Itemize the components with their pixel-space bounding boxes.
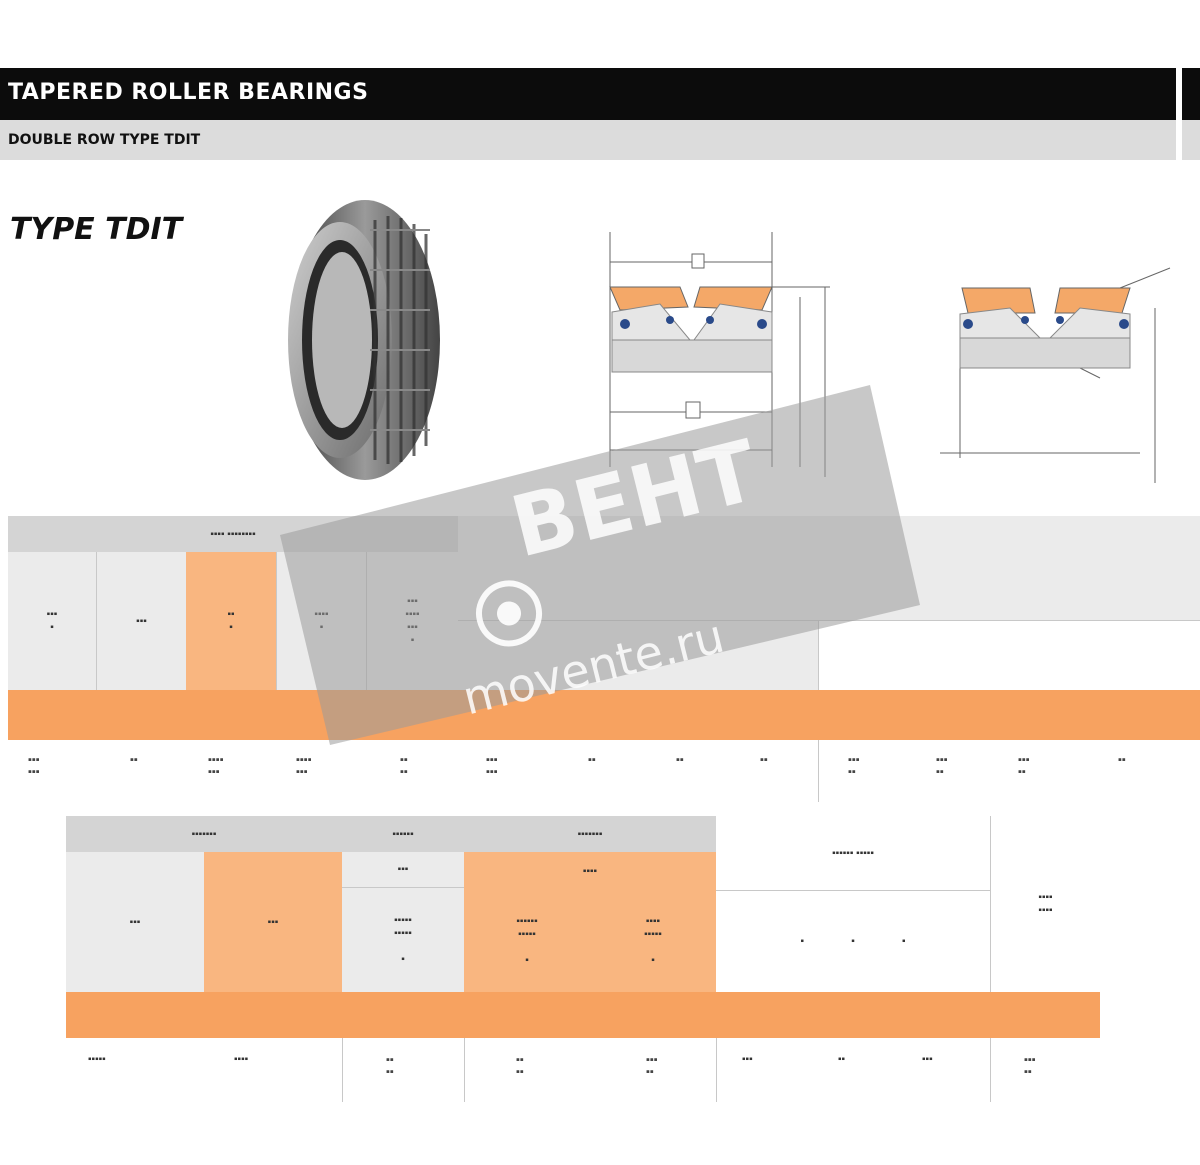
type-label: TYPE TDIT [10,212,183,247]
table1-col-bore: ▪▪▪▪ [8,552,96,690]
page-title: TAPERED ROLLER BEARINGS [8,80,369,105]
table2-units-row [66,992,1100,1038]
table1-col-2: ▪▪▪ [96,552,186,690]
table2-group-4: ▪▪▪▪▪▪ ▪▪▪▪▪ [716,816,990,890]
table2-group-2: ▪▪▪▪▪▪ [342,816,464,852]
page-subtitle: DOUBLE ROW TYPE TDIT [8,132,201,148]
bearing-photo [288,200,440,480]
table2-sub-1: ▪▪▪ [342,852,464,888]
table2-sub-2: ▪▪▪▪ [464,852,716,890]
table1-col-dynamic [818,620,1200,690]
table1-col-od: ▪▪▪ [186,552,276,690]
table2-col-bearing-weight: ▪▪▪▪▪▪▪▪ [990,816,1100,992]
cross-section-drawing-2 [940,267,1171,483]
table2-col-outer: ▪▪▪ [204,852,342,992]
table2-group-3: ▪▪▪▪▪▪▪ [464,816,716,852]
table2-col-inner: ▪▪▪ [66,852,204,992]
header-bar-right [1182,68,1200,120]
table2-data-row: ▪▪▪▪▪ ▪▪▪▪ ▪▪▪▪ ▪▪▪▪ ▪▪▪▪▪ ▪▪▪ ▪▪ ▪▪▪ ▪▪… [88,1054,1036,1078]
header-bar [0,68,1176,120]
table2-group-4-sub: ▪ ▪ ▪ [716,890,990,992]
cross-section-drawing-1 [609,232,830,477]
subheader-bar [0,120,1176,160]
table2-sub-2a: ▪▪▪▪▪▪▪▪▪▪▪▪ [464,890,590,992]
table1-data-row: ▪▪▪▪▪▪ ▪▪ ▪▪▪▪▪▪▪ ▪▪▪▪▪▪▪ ▪▪▪▪ ▪▪▪▪▪▪ ▪▪… [28,754,1126,778]
subheader-bar-right [1182,120,1200,160]
table2-sub-2b: ▪▪▪▪▪▪▪▪▪▪ [590,890,716,992]
table2-sub-1a: ▪▪▪▪▪▪▪▪▪▪▪ [342,888,464,992]
watermark [280,385,920,745]
table1-units-row [8,690,1200,740]
table2-group-1: ▪▪▪▪▪▪▪ [66,816,342,852]
